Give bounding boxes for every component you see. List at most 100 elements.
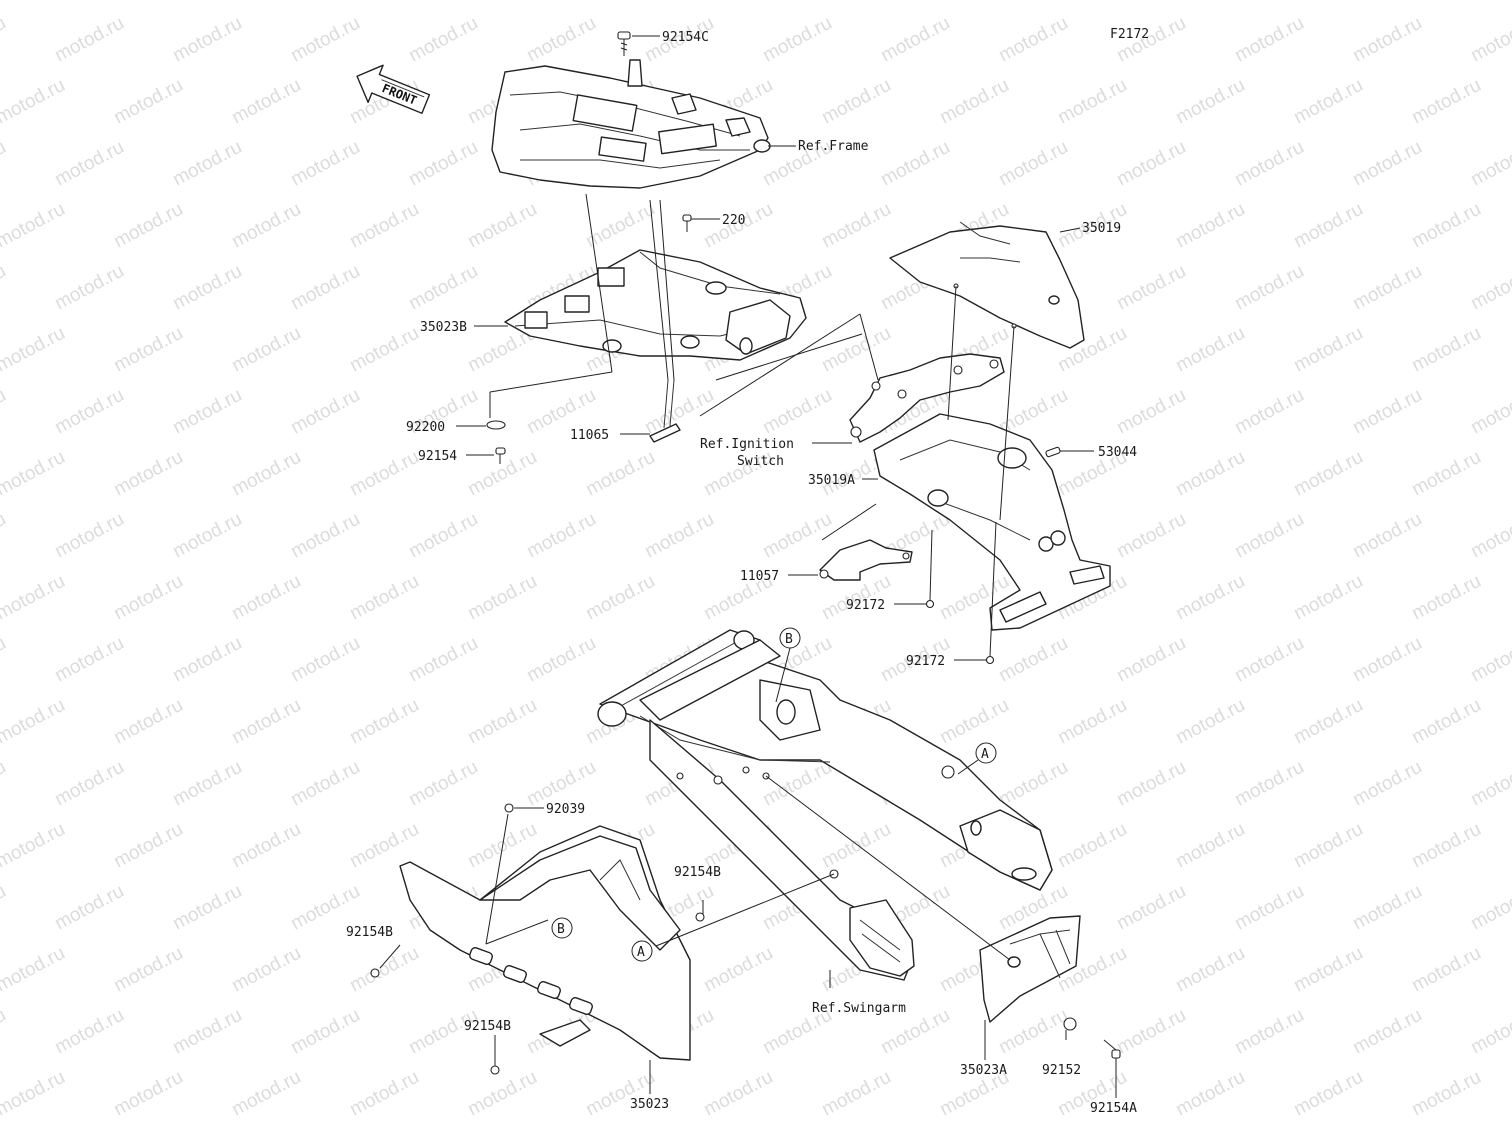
watermark-text: motod.ru	[0, 757, 10, 811]
label-92154A: 92154A	[1090, 1101, 1137, 1116]
watermark-text: motod.ru	[1349, 1129, 1425, 1134]
watermark-text: motod.ru	[995, 13, 1071, 67]
watermark-text: motod.ru	[1290, 199, 1366, 253]
bolt-92154C-icon	[617, 31, 631, 56]
watermark-text: motod.ru	[169, 1005, 245, 1059]
watermark-text: motod.ru	[110, 1067, 186, 1121]
watermark-text: motod.ru	[1172, 75, 1248, 129]
label-35019: 35019	[1082, 221, 1121, 236]
watermark-text: motod.ru	[582, 1067, 658, 1121]
watermark-text: motod.ru	[1231, 1129, 1307, 1134]
watermark-text: motod.ru	[759, 757, 835, 811]
watermark-text: motod.ru	[228, 819, 304, 873]
watermark-text: motod.ru	[582, 0, 658, 4]
watermark-text: motod.ru	[1408, 199, 1484, 253]
watermark-text: motod.ru	[51, 633, 127, 687]
label-92154B-low: 92154B	[464, 1019, 511, 1034]
watermark-text: motod.ru	[759, 385, 835, 439]
watermark-text: motod.ru	[1349, 13, 1425, 67]
pin-53044-icon	[1045, 446, 1061, 458]
watermark-text: motod.ru	[1290, 0, 1366, 4]
watermark-text: motod.ru	[1054, 75, 1130, 129]
watermark-text: motod.ru	[1172, 695, 1248, 749]
watermark-text: motod.ru	[641, 509, 717, 563]
watermark-text: motod.ru	[1172, 943, 1248, 997]
watermark-text: motod.ru	[0, 943, 69, 997]
watermark-text: motod.ru	[405, 13, 481, 67]
watermark-text: motod.ru	[1408, 943, 1484, 997]
pin-220-icon	[682, 214, 692, 232]
watermark-text: motod.ru	[818, 323, 894, 377]
watermark-text: motod.ru	[346, 447, 422, 501]
watermark-text: motod.ru	[346, 1067, 422, 1121]
watermark-text: motod.ru	[228, 199, 304, 253]
watermark-text: motod.ru	[464, 695, 540, 749]
watermark-text: motod.ru	[1467, 261, 1512, 315]
part-11065	[649, 379, 681, 443]
watermark-text: motod.ru	[995, 757, 1071, 811]
watermark-text: motod.ru	[1290, 75, 1366, 129]
watermark-text: motod.ru	[169, 261, 245, 315]
watermark-text: motod.ru	[1467, 385, 1512, 439]
leader-lines	[379, 35, 1117, 1098]
watermark-text: motod.ru	[1113, 757, 1189, 811]
watermark-text: motod.ru	[405, 1129, 481, 1134]
watermark-text: motod.ru	[995, 633, 1071, 687]
watermark-text: motod.ru	[0, 881, 10, 935]
watermark-text: motod.ru	[0, 323, 69, 377]
watermark-text: motod.ru	[1231, 261, 1307, 315]
watermark-text: motod.ru	[1231, 385, 1307, 439]
label-92154C: 92154C	[662, 30, 709, 45]
label-92200: 92200	[406, 420, 445, 435]
watermark-text: motod.ru	[1113, 881, 1189, 935]
bolt-92154-icon	[495, 447, 506, 464]
watermark-text: motod.ru	[51, 881, 127, 935]
watermark-text: motod.ru	[228, 75, 304, 129]
watermark-text: motod.ru	[1408, 75, 1484, 129]
watermark-text: motod.ru	[995, 137, 1071, 191]
watermark-text: motod.ru	[1231, 881, 1307, 935]
watermark-text: motod.ru	[1290, 943, 1366, 997]
watermark-text: motod.ru	[818, 0, 894, 4]
watermark-text: motod.ru	[169, 757, 245, 811]
watermark-text: motod.ru	[995, 1005, 1071, 1059]
watermark-text: motod.ru	[523, 1129, 599, 1134]
watermark-text: motod.ru	[1231, 633, 1307, 687]
frame-part	[491, 59, 771, 189]
bolt-92154B-low-icon	[490, 1065, 500, 1075]
watermark-text: motod.ru	[0, 1067, 69, 1121]
watermark-text: motod.ru	[1408, 571, 1484, 625]
watermark-text: motod.ru	[1467, 1005, 1512, 1059]
watermark-text: motod.ru	[818, 75, 894, 129]
watermark-text: motod.ru	[818, 199, 894, 253]
part-35023A	[979, 915, 1081, 1023]
watermark-text: motod.ru	[51, 137, 127, 191]
watermark-text: motod.ru	[51, 385, 127, 439]
watermark-text: motod.ru	[287, 1005, 363, 1059]
nut-92172a-icon	[925, 599, 935, 609]
watermark-text: motod.ru	[0, 385, 10, 439]
watermark-text: motod.ru	[1467, 881, 1512, 935]
ignition-bracket-part	[849, 353, 1005, 443]
bolt-92154A-icon	[1103, 1039, 1121, 1059]
watermark-text: motod.ru	[1172, 819, 1248, 873]
label-35023A: 35023A	[960, 1063, 1007, 1078]
watermark-text: motod.ru	[405, 261, 481, 315]
watermark-text: motod.ru	[51, 261, 127, 315]
watermark-text: motod.ru	[228, 943, 304, 997]
watermark-text: motod.ru	[1172, 1067, 1248, 1121]
watermark-text: motod.ru	[759, 1129, 835, 1134]
watermark-text: motod.ru	[1113, 1129, 1189, 1134]
watermark-text: motod.ru	[169, 633, 245, 687]
watermark-text: motod.ru	[405, 137, 481, 191]
watermark-text: motod.ru	[877, 1129, 953, 1134]
label-35023: 35023	[630, 1097, 669, 1112]
watermark-text: motod.ru	[405, 633, 481, 687]
label-92172b: 92172	[906, 654, 945, 669]
watermark-text: motod.ru	[287, 13, 363, 67]
watermark-text: motod.ru	[1054, 695, 1130, 749]
nut-92172b-icon	[985, 655, 995, 665]
watermark-text: motod.ru	[405, 757, 481, 811]
